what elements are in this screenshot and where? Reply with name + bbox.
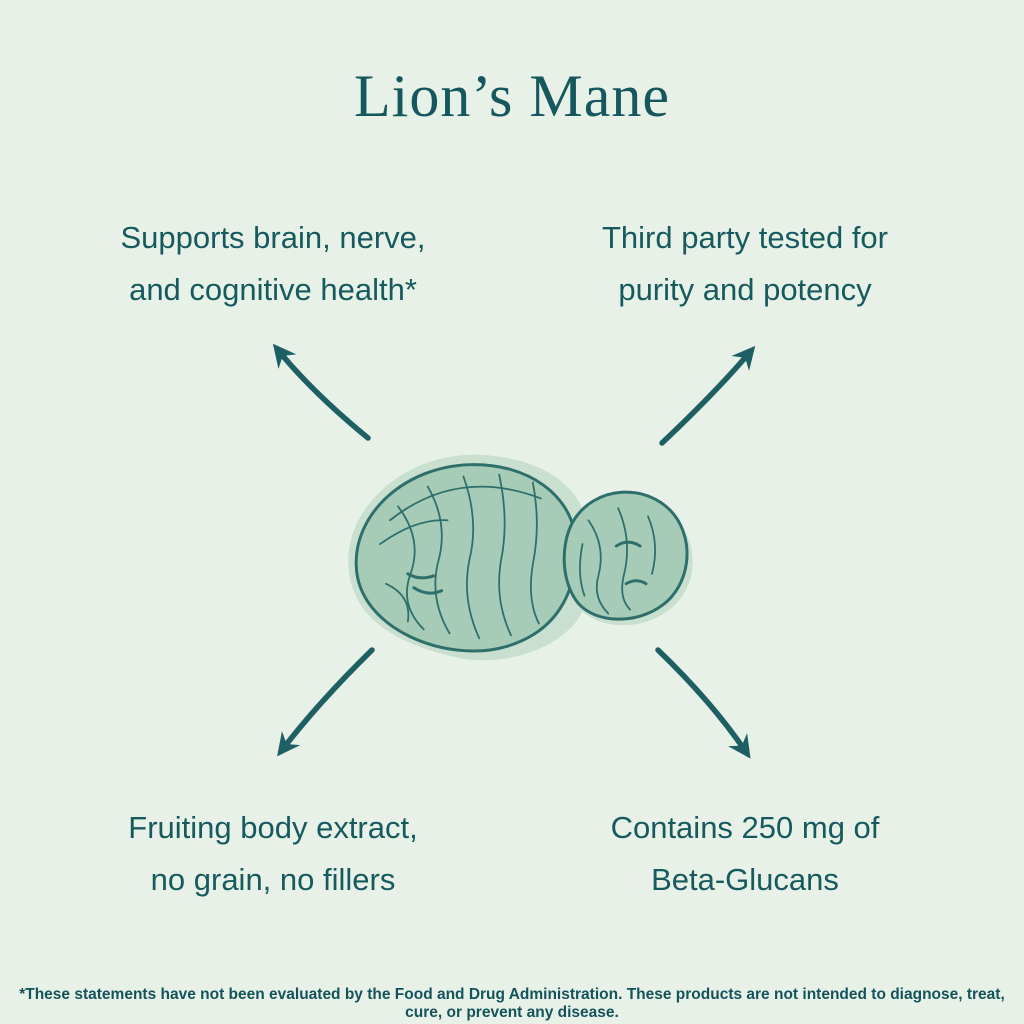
arrow-to-top-left-icon <box>272 343 371 441</box>
arrow-to-bottom-right-icon <box>655 647 751 759</box>
feature-line: Supports brain, nerve, <box>120 220 426 255</box>
lions-mane-mushroom-icon <box>348 454 693 661</box>
page-title: Lion’s Mane <box>354 63 670 129</box>
feature-line: Beta-Glucans <box>651 862 839 897</box>
arrow-to-top-right-icon <box>659 345 756 446</box>
feature-line: and cognitive health* <box>129 272 417 307</box>
feature-top-left: Supports brain, nerve, and cognitive hea… <box>63 212 483 316</box>
arrow-to-bottom-left-icon <box>277 647 375 757</box>
feature-line: Fruiting body extract, <box>128 810 418 845</box>
disclaimer: *These statements have not been evaluate… <box>19 986 1005 1021</box>
feature-bottom-right: Contains 250 mg of Beta-Glucans <box>535 802 955 906</box>
feature-line: Contains 250 mg of <box>610 810 880 845</box>
feature-top-right: Third party tested for purity and potenc… <box>535 212 955 316</box>
feature-line: purity and potency <box>618 272 872 307</box>
feature-line: no grain, no fillers <box>150 862 396 897</box>
feature-bottom-left: Fruiting body extract, no grain, no fill… <box>63 802 483 906</box>
feature-line: Third party tested for <box>601 220 888 255</box>
